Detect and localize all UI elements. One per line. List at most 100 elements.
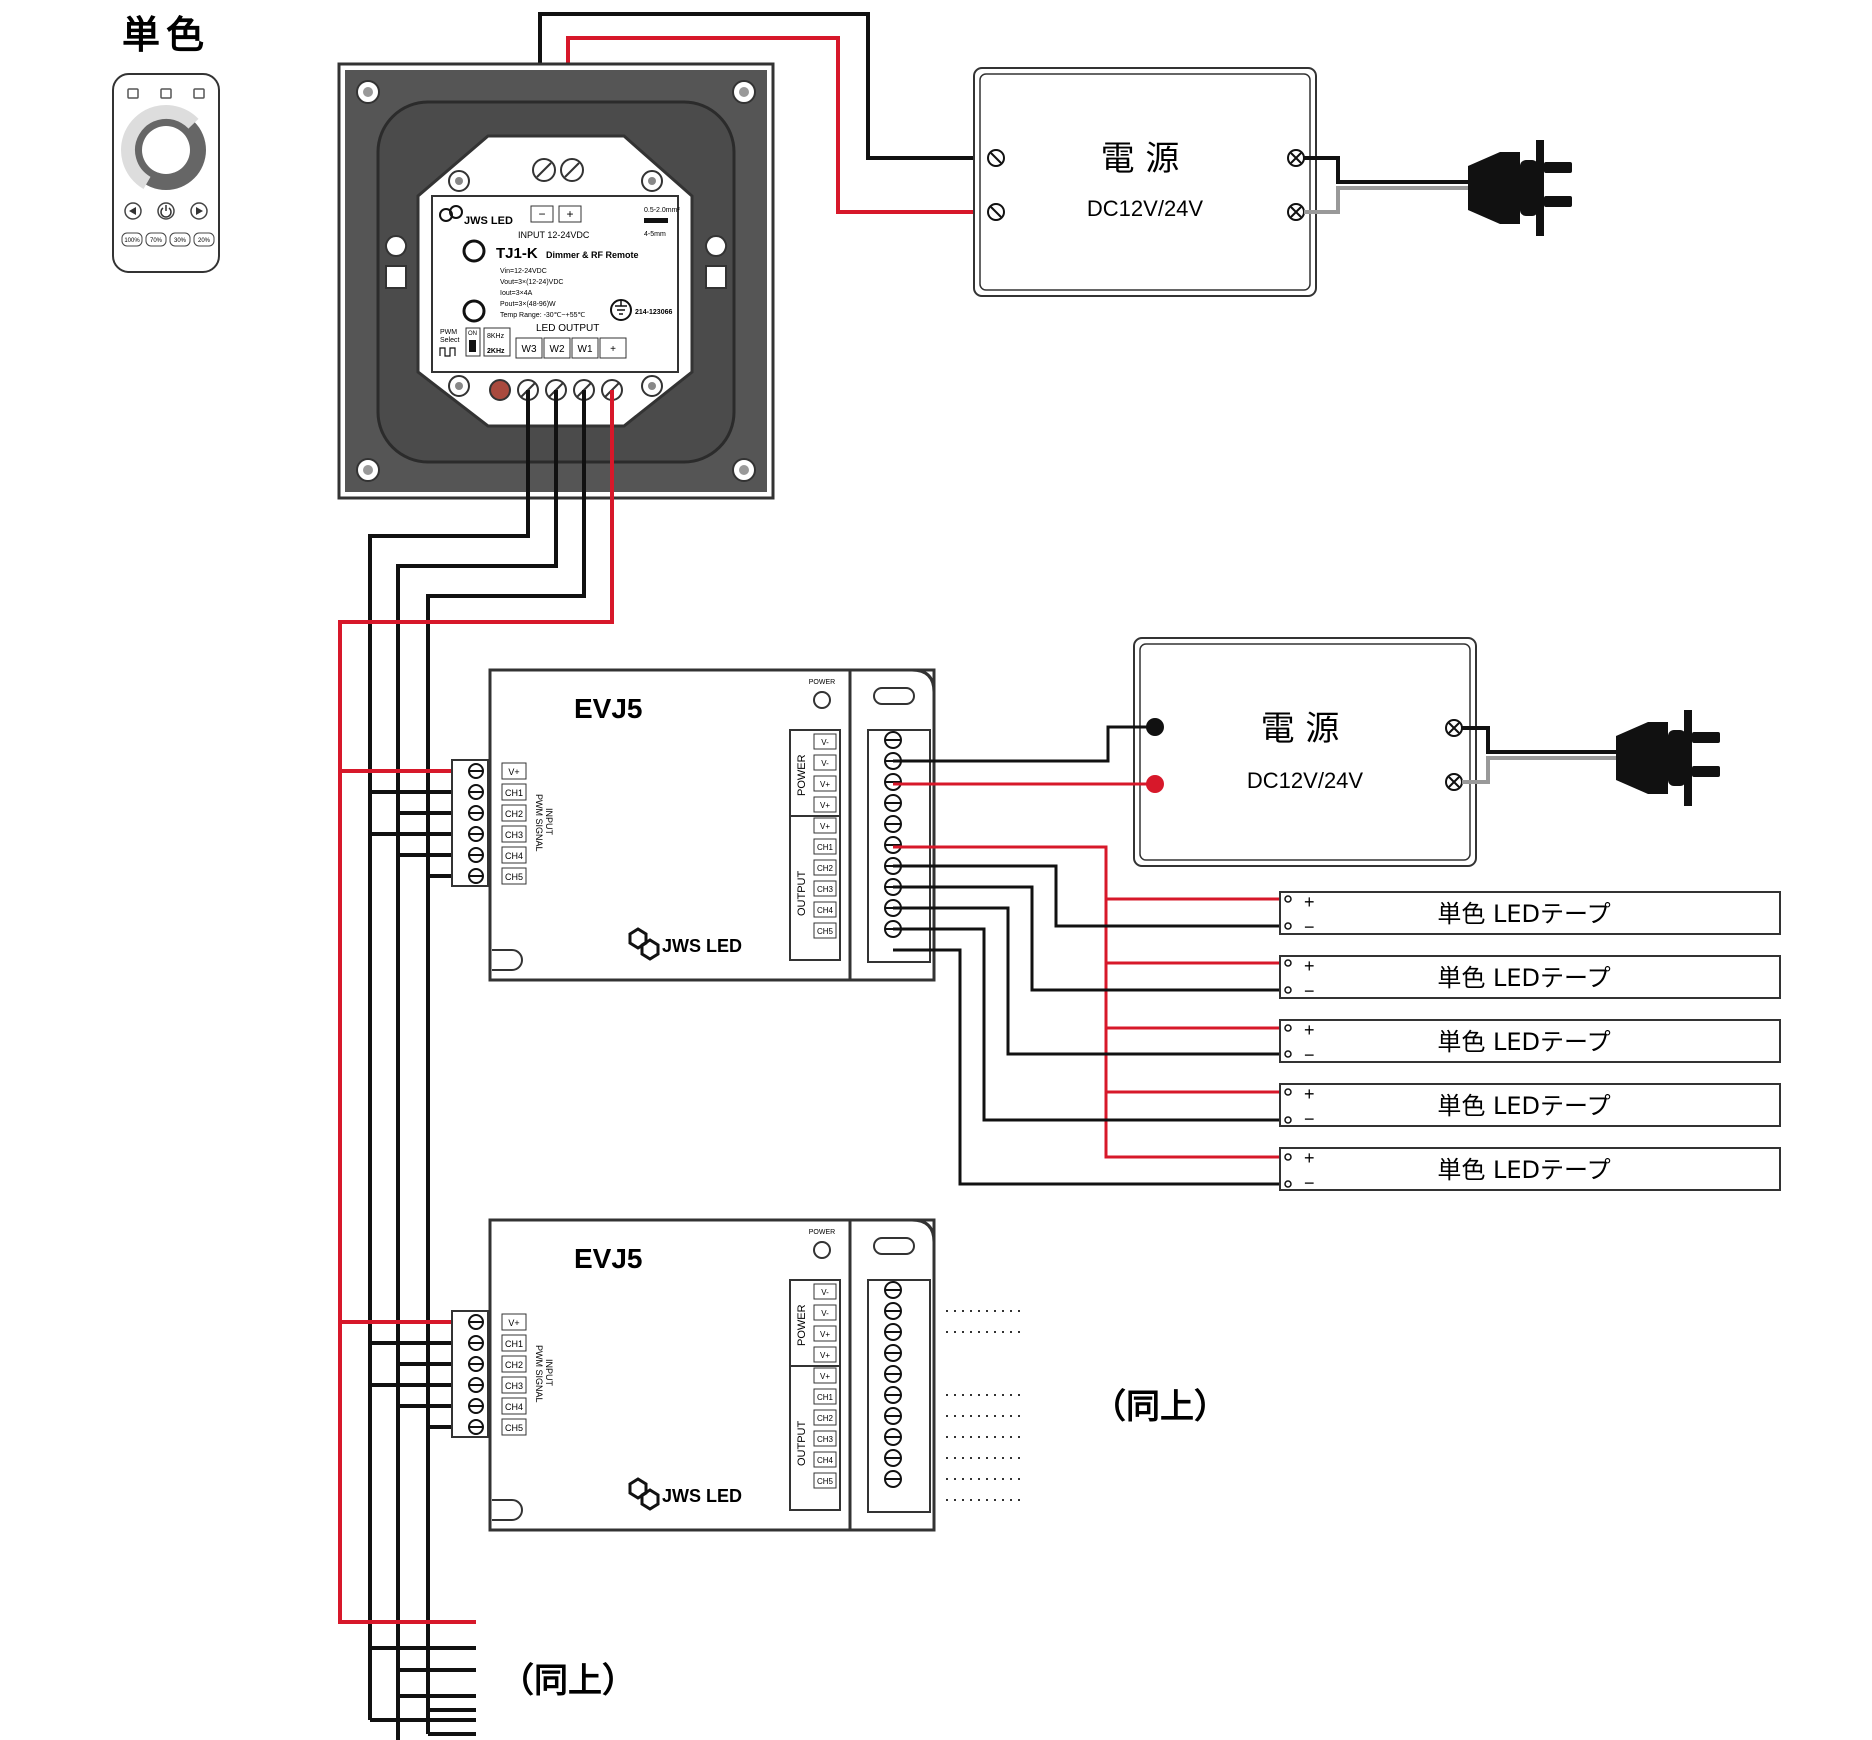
evj5-a-right-pins: V- V- V+ V+ V+ CH1 CH2 CH3 CH4 CH5: [813, 733, 837, 939]
pwm-dip-switch[interactable]: [469, 340, 476, 352]
svg-text:−: −: [1304, 1109, 1315, 1129]
svg-text:単色 LEDテープ: 単色 LEDテープ: [1437, 1092, 1610, 1120]
led-strips: + − 単色 LEDテープ + − 単色 LEDテープ + − 単色 LEDテー…: [1279, 891, 1781, 1193]
panel-pwm-select-1: PWM: [440, 329, 457, 336]
panel-wire-spec-2: 4-5mm: [644, 231, 666, 238]
evj5-controller-b: EVJ5 POWER V+ CH1 CH2 CH3 CH4 CH5 INPUT …: [451, 1218, 936, 1532]
svg-text:V+: V+: [820, 822, 830, 831]
evj5-a-input-side-2: PWM SIGNAL: [534, 794, 544, 852]
svg-text:V+: V+: [820, 1330, 830, 1339]
panel-pwm-select-2: Select: [440, 337, 460, 344]
svg-text:Temp Range: -30℃~+55℃: Temp Range: -30℃~+55℃: [500, 312, 586, 319]
svg-text:JWS LED: JWS LED: [662, 936, 742, 956]
svg-text:単色 LEDテープ: 単色 LEDテープ: [1437, 964, 1610, 992]
svg-text:V+: V+: [820, 780, 830, 789]
svg-text:CH3: CH3: [505, 1381, 523, 1391]
evj5-a-power-label: POWER: [809, 679, 835, 686]
svg-text:単色 LEDテープ: 単色 LEDテープ: [1437, 900, 1610, 928]
psu-top-voltage: DC12V/24V: [1087, 196, 1204, 221]
evj5-a-input-pins: V+ CH1 CH2 CH3 CH4 CH5: [501, 762, 527, 885]
bus-same-as-above: （同上）: [500, 1661, 636, 1701]
remote-control-row: [124, 202, 208, 220]
svg-text:CH4: CH4: [505, 851, 523, 861]
svg-text:+: +: [1304, 1148, 1315, 1168]
svg-text:CH1: CH1: [505, 788, 523, 798]
svg-text:W3: W3: [522, 344, 537, 355]
evj5-b-input-pins: V+ CH1 CH2 CH3 CH4 CH5: [501, 1313, 527, 1436]
evj5-a-power-led: [813, 691, 831, 709]
svg-text:CH2: CH2: [817, 1414, 834, 1423]
panel-minus-label: −: [538, 207, 545, 221]
preset-70-button[interactable]: [145, 232, 167, 247]
svg-text:Vin=12-24VDC: Vin=12-24VDC: [500, 268, 547, 275]
panel-led-output: LED OUTPUT: [536, 323, 599, 334]
svg-text:V-: V-: [821, 738, 829, 747]
panel-input-terminals: [532, 158, 584, 182]
evj5-b-continuation-dots: [946, 1310, 1020, 1501]
svg-text:CH1: CH1: [505, 1339, 523, 1349]
svg-text:V+: V+: [820, 1372, 830, 1381]
panel-output-labels: W3 W2 W1 +: [515, 337, 627, 359]
svg-text:CH1: CH1: [817, 1393, 834, 1402]
svg-text:+: +: [610, 344, 616, 355]
panel-freq-low: 2KHz: [487, 348, 505, 355]
svg-text:+: +: [1304, 1084, 1315, 1104]
svg-text:CH5: CH5: [505, 1423, 523, 1433]
remote-preset-buttons: 100% 70% 30% 20%: [121, 232, 215, 247]
svg-text:30%: 30%: [174, 238, 187, 244]
svg-text:W1: W1: [578, 344, 593, 355]
svg-text:Vout=3×(12-24)VDC: Vout=3×(12-24)VDC: [500, 279, 563, 286]
svg-text:Iout=3×4A: Iout=3×4A: [500, 290, 533, 297]
svg-text:V-: V-: [821, 1309, 829, 1318]
evj5-b-right-pins: V- V- V+ V+ V+ CH1 CH2 CH3 CH4 CH5: [813, 1283, 837, 1489]
evj5-b-power-group: POWER: [796, 1304, 808, 1346]
preset-100-button[interactable]: [121, 232, 143, 247]
svg-text:W2: W2: [550, 344, 565, 355]
panel-status-led: [489, 379, 511, 401]
svg-text:Pout=3×(48-96)W: Pout=3×(48-96)W: [500, 301, 556, 308]
evj5-a-input-side-1: INPUT: [544, 808, 554, 836]
pwm-wave-icon: [439, 347, 456, 357]
svg-text:CH4: CH4: [505, 1402, 523, 1412]
preset-20-button[interactable]: [193, 232, 215, 247]
svg-text:20%: 20%: [198, 238, 211, 244]
svg-text:CH3: CH3: [817, 1435, 834, 1444]
plug-icon: [1468, 140, 1572, 236]
svg-text:CH2: CH2: [505, 1360, 523, 1370]
preset-30-button[interactable]: [169, 232, 191, 247]
svg-text:CH4: CH4: [817, 1456, 834, 1465]
power-supply-mid: 電 源 DC12V/24V: [1133, 637, 1720, 867]
svg-text:CH5: CH5: [817, 927, 834, 936]
svg-text:−: −: [1304, 981, 1315, 1001]
svg-text:V-: V-: [821, 759, 829, 768]
panel-specs: Vin=12-24VDC Vout=3×(12-24)VDC Iout=3×4A…: [500, 268, 586, 319]
psu-top-title: 電 源: [1101, 139, 1180, 179]
led-strip: + − 単色 LEDテープ: [1279, 955, 1781, 1001]
psu-mid-voltage: DC12V/24V: [1247, 768, 1364, 793]
evj5-b-output-group: OUTPUT: [796, 1421, 808, 1467]
evj5-b-model: EVJ5: [574, 1243, 643, 1274]
svg-text:100%: 100%: [124, 238, 140, 244]
svg-text:CH1: CH1: [817, 843, 834, 852]
evj5-a-model: EVJ5: [574, 693, 643, 724]
evj5-a-brand: JWS LED: [628, 927, 742, 961]
evj5-a-power-group: POWER: [796, 754, 808, 796]
wires-panel-to-bus: [338, 390, 614, 1740]
svg-text:JWS LED: JWS LED: [464, 215, 513, 227]
panel-brand: JWS LED: [439, 205, 513, 227]
evj5-b-input-side-1: INPUT: [544, 1359, 554, 1387]
rf-remote: 単色 100% 70% 30% 20%: [112, 13, 220, 273]
panel-pair-button[interactable]: [462, 239, 486, 263]
svg-text:CH2: CH2: [505, 809, 523, 819]
svg-text:V+: V+: [820, 801, 830, 810]
evj5-a-output-group: OUTPUT: [796, 871, 808, 917]
svg-text:V+: V+: [820, 1351, 830, 1360]
svg-text:CH3: CH3: [505, 830, 523, 840]
panel-freq-high: 8KHz: [487, 333, 505, 340]
svg-text:+: +: [1304, 892, 1315, 912]
panel-dial[interactable]: [462, 299, 486, 323]
remote-title: 単色: [122, 13, 210, 57]
svg-text:CH4: CH4: [817, 906, 834, 915]
wires-evj5-a-outputs: [893, 725, 1280, 1186]
svg-text:CH5: CH5: [505, 872, 523, 882]
